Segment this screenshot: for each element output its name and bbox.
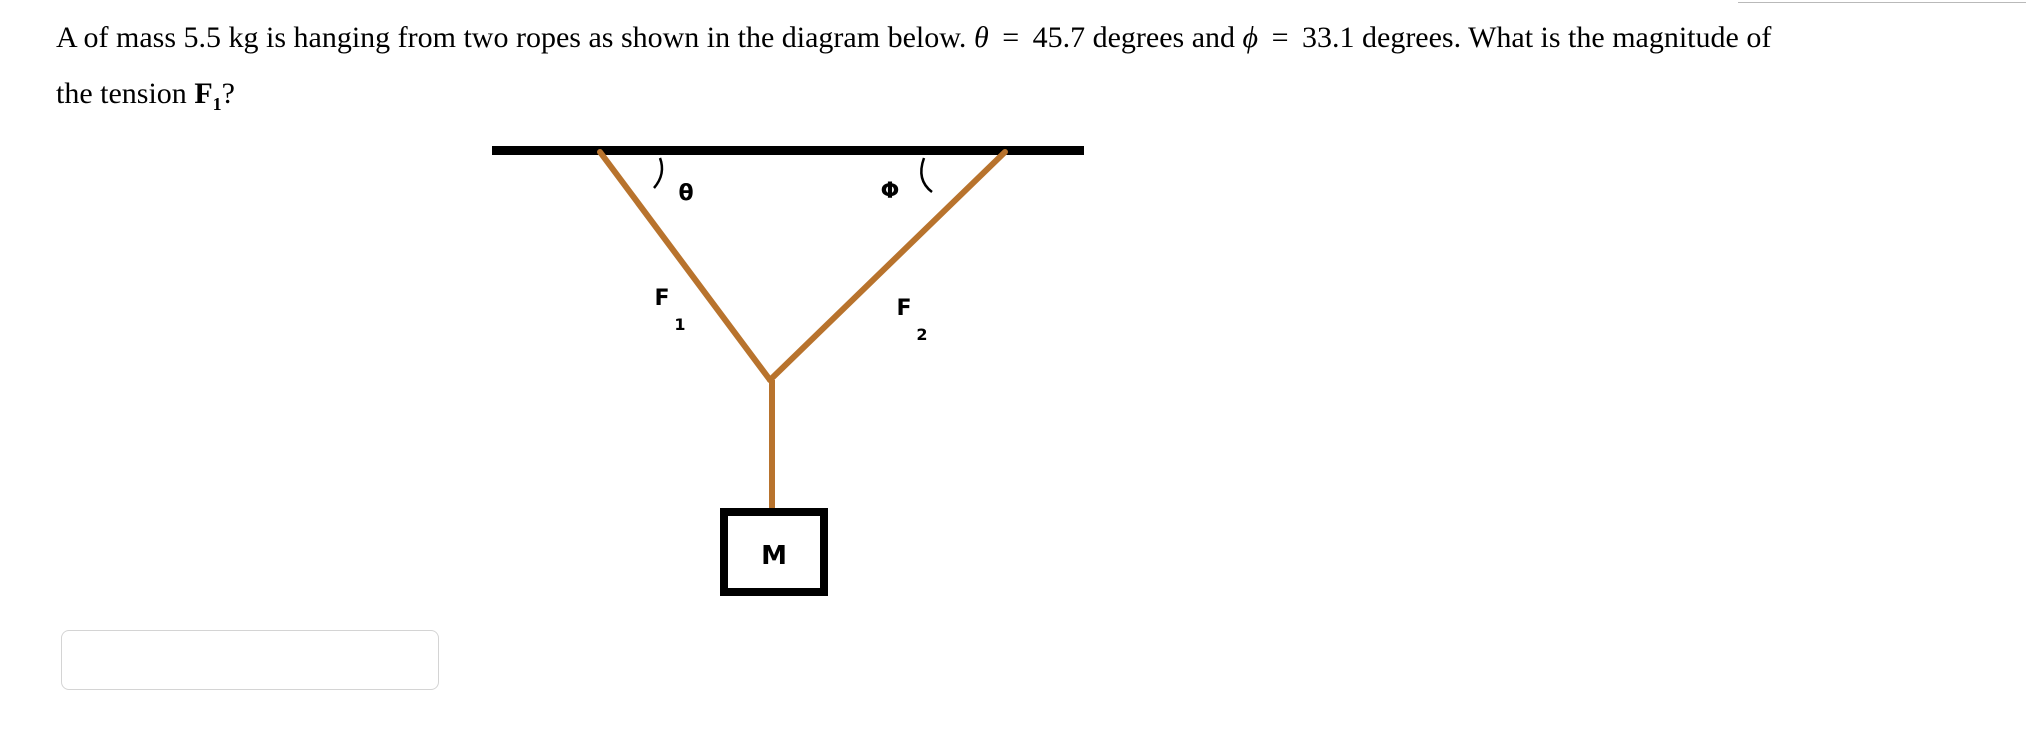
phi-symbol: ϕ	[1242, 21, 1259, 54]
top-right-border-fragment	[1738, 0, 2026, 3]
question-part1: A of mass 5.5 kg is hanging from two rop…	[56, 21, 967, 54]
f2-label: F	[896, 296, 911, 321]
question-text: A of mass 5.5 kg is hanging from two rop…	[56, 10, 2016, 132]
question-part2: the tension	[56, 77, 187, 110]
rope-f2	[767, 149, 1008, 383]
phi-arc	[920, 157, 933, 193]
equals-sign: =	[1002, 21, 1020, 54]
phi-label: Φ	[881, 179, 900, 204]
theta-label: θ	[678, 181, 693, 206]
force-subscript: 1	[212, 94, 222, 114]
ceiling-bar	[492, 146, 1084, 155]
mass-label: M	[761, 541, 787, 571]
theta-value: 45.7 degrees and	[1032, 21, 1236, 54]
phi-value: 33.1 degrees. What is the magnitude of	[1302, 21, 1772, 54]
f1-subscript: 1	[674, 315, 685, 334]
force-symbol: F1	[194, 77, 222, 114]
rope-f1	[597, 149, 773, 383]
rope-diagram: θ Φ F 1 F 2 M	[492, 146, 1084, 596]
f1-label: F	[654, 286, 669, 311]
question-mark: ?	[221, 77, 235, 110]
theta-symbol: θ	[973, 21, 989, 54]
equals-sign: =	[1271, 21, 1289, 54]
answer-input[interactable]	[61, 630, 439, 690]
theta-arc	[653, 157, 664, 189]
mass-box	[720, 508, 828, 596]
f2-subscript: 2	[916, 325, 927, 344]
